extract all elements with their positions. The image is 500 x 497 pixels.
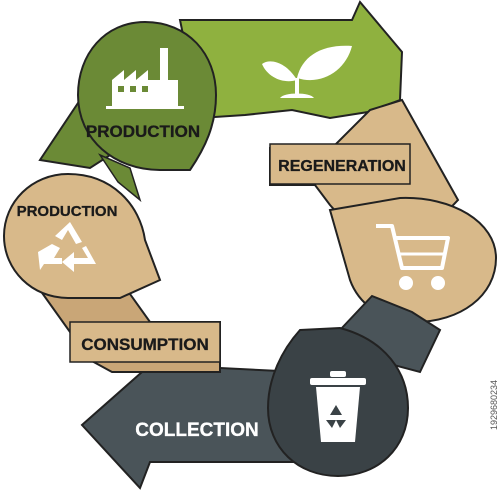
arrow-regeneration-to-cart: REGENERATION — [269, 98, 460, 242]
stock-id-text: 1929680234 — [489, 379, 499, 430]
collection-label: COLLECTION — [135, 420, 259, 441]
recycle-bin-icon — [310, 371, 366, 442]
sprout-icon — [262, 45, 352, 98]
node-cart — [328, 196, 498, 324]
connector-tail-left — [97, 153, 142, 203]
regeneration-label: REGENERATION — [278, 158, 406, 175]
stock-id-watermark: 1929680234 — [488, 300, 500, 497]
node-collection — [266, 326, 410, 478]
node-production-left: PRODUCTION — [2, 172, 162, 299]
consumption-label-box — [69, 321, 221, 363]
recycle-icon — [38, 222, 96, 272]
production-left-label: PRODUCTION — [17, 203, 118, 220]
shopping-cart-icon — [376, 224, 450, 290]
production-top-label: PRODUCTION — [86, 122, 200, 141]
production-left-teardrop — [2, 172, 162, 299]
factory-icon — [106, 48, 184, 109]
arrow-consumption: CONSUMPTION — [38, 273, 221, 373]
cart-teardrop — [328, 196, 498, 324]
consumption-label: CONSUMPTION — [81, 335, 209, 354]
node-production-top: PRODUCTION — [76, 20, 218, 171]
arrow-collection: COLLECTION — [80, 294, 442, 490]
regeneration-label-box — [269, 143, 411, 185]
